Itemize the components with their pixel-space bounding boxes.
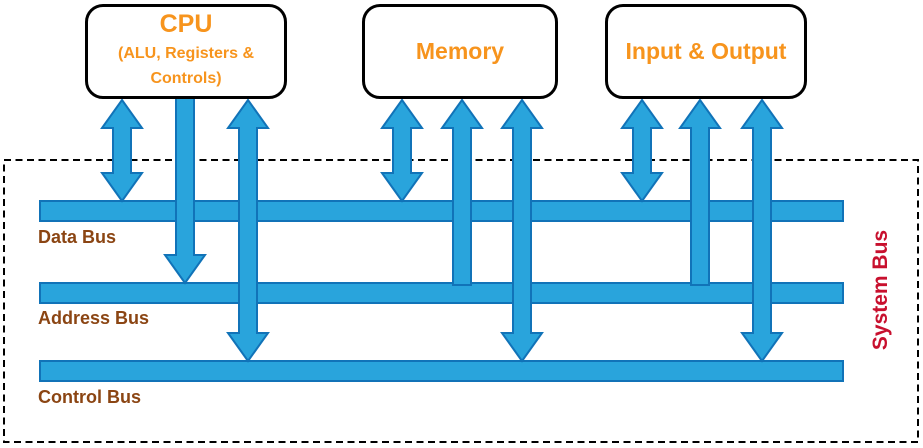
address-bus-bar xyxy=(39,282,844,304)
arrow-address-bus-memory xyxy=(440,98,484,286)
arrow-io-control-bus xyxy=(740,98,784,363)
memory-title: Memory xyxy=(415,37,505,64)
arrow-cpu-data-bus xyxy=(100,98,144,203)
arrow-cpu-address-bus xyxy=(163,95,207,285)
arrow-memory-control-bus xyxy=(500,98,544,363)
control-bus-label: Control Bus xyxy=(38,387,141,407)
system-bus-label: System Bus xyxy=(869,229,892,351)
data-bus-bar xyxy=(39,200,844,222)
cpu-subtitle: (ALU, Registers & Controls) xyxy=(117,45,255,88)
data-bus-label: Data Bus xyxy=(38,227,117,247)
arrow-memory-data-bus xyxy=(380,98,424,203)
arrow-address-bus-io xyxy=(678,98,722,286)
cpu-box: CPU (ALU, Registers & Controls) xyxy=(85,4,287,99)
arrow-io-data-bus xyxy=(620,98,664,203)
io-box: Input & Output xyxy=(605,4,807,99)
address-bus-label: Address Bus xyxy=(38,308,150,328)
cpu-title: CPU xyxy=(159,9,213,38)
control-bus-bar xyxy=(39,360,844,382)
arrow-cpu-control-bus xyxy=(226,98,270,363)
memory-box: Memory xyxy=(362,4,558,99)
io-title: Input & Output xyxy=(625,37,787,64)
